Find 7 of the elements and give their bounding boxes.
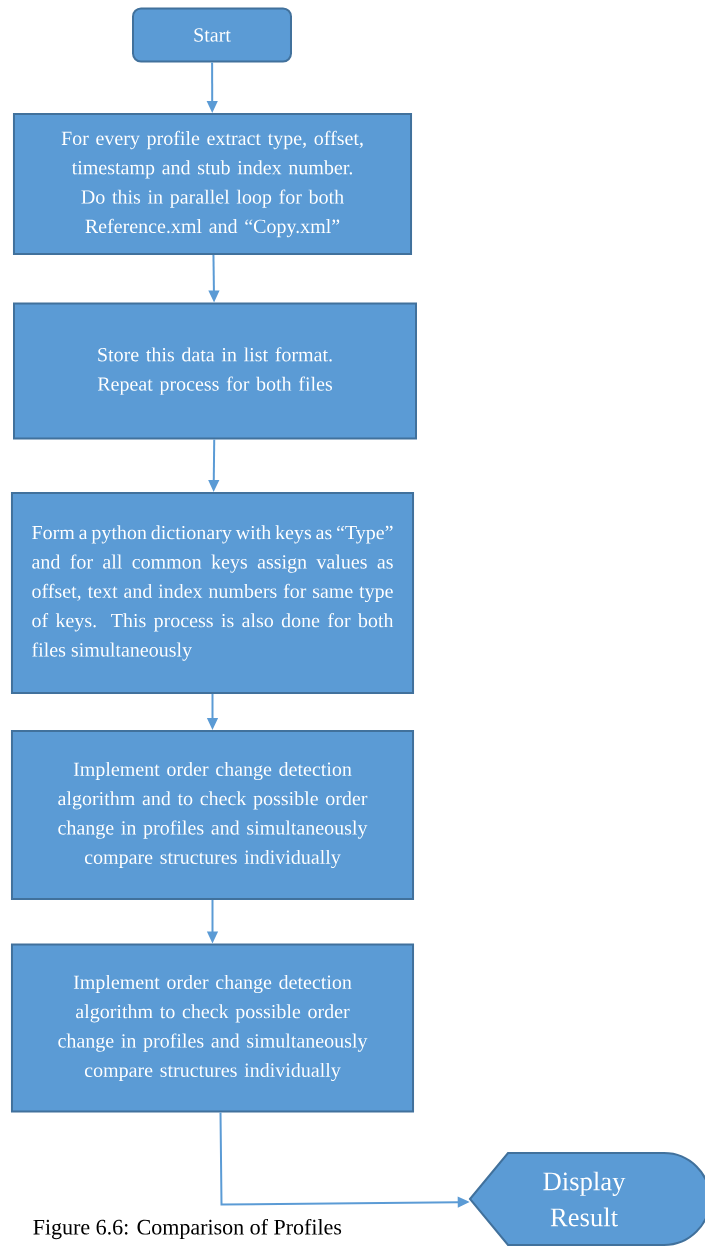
process-box: Form a python dictionary with keys as “Type” and for all common keys assign values as offset, text and index numbers for same type of keys. This process is also done for both files simultaneously <box>10 492 415 694</box>
process-box: Store this data in list format. Repeat process for both files <box>13 302 417 440</box>
process-box: For every profile extract type, offset, timestamp and stub index number. Do this in parallel loop for both Reference.xml and “Copy.xml” <box>12 113 413 255</box>
process-box: Implement order change detection algorithm to check possible order change in profiles and simultaneously compare structures individually <box>10 943 415 1113</box>
process-box: Implement order change detection algorithm and to check possible order change in profiles and simultaneously compare structures individually <box>10 730 415 900</box>
figure-caption: Figure 6.6: Comparison of Profiles <box>33 1218 342 1240</box>
start-terminal: Start <box>132 7 292 63</box>
